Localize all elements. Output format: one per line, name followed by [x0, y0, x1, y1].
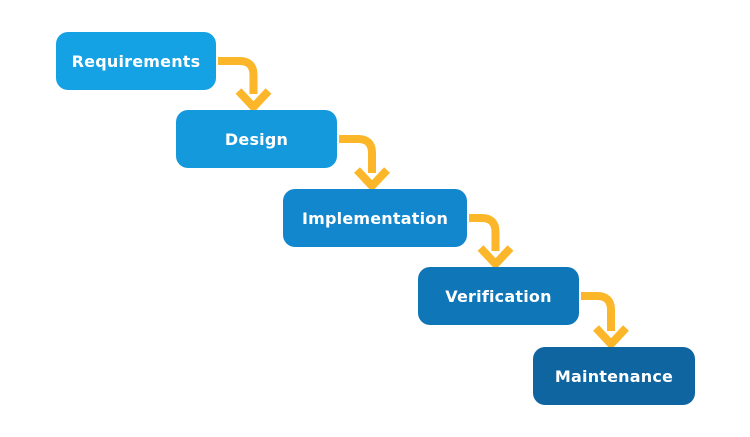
arrow-head: [235, 88, 272, 113]
step-label: Maintenance: [554, 366, 674, 386]
step-verification: Verification: [418, 267, 579, 325]
arrow-requirements-to-design: [218, 57, 272, 113]
arrow-shaft: [218, 57, 258, 94]
step-label: Design: [224, 129, 289, 149]
arrow-implementation-to-verification: [469, 214, 514, 270]
step-design: Design: [176, 110, 337, 168]
arrow-head: [354, 167, 390, 192]
step-implementation: Implementation: [283, 189, 467, 247]
step-maintenance: Maintenance: [533, 347, 695, 405]
step-label: Verification: [445, 286, 552, 306]
step-label: Implementation: [301, 208, 449, 228]
arrow-head: [593, 325, 629, 350]
arrow-design-to-implementation: [339, 135, 390, 192]
step-label: Requirements: [71, 51, 201, 71]
arrow-shaft: [339, 135, 376, 173]
arrow-shaft: [581, 292, 615, 331]
step-requirements: Requirements: [56, 32, 216, 90]
arrow-shaft: [469, 214, 500, 251]
arrow-verification-to-maintenance: [581, 292, 629, 350]
arrow-head: [477, 245, 514, 270]
